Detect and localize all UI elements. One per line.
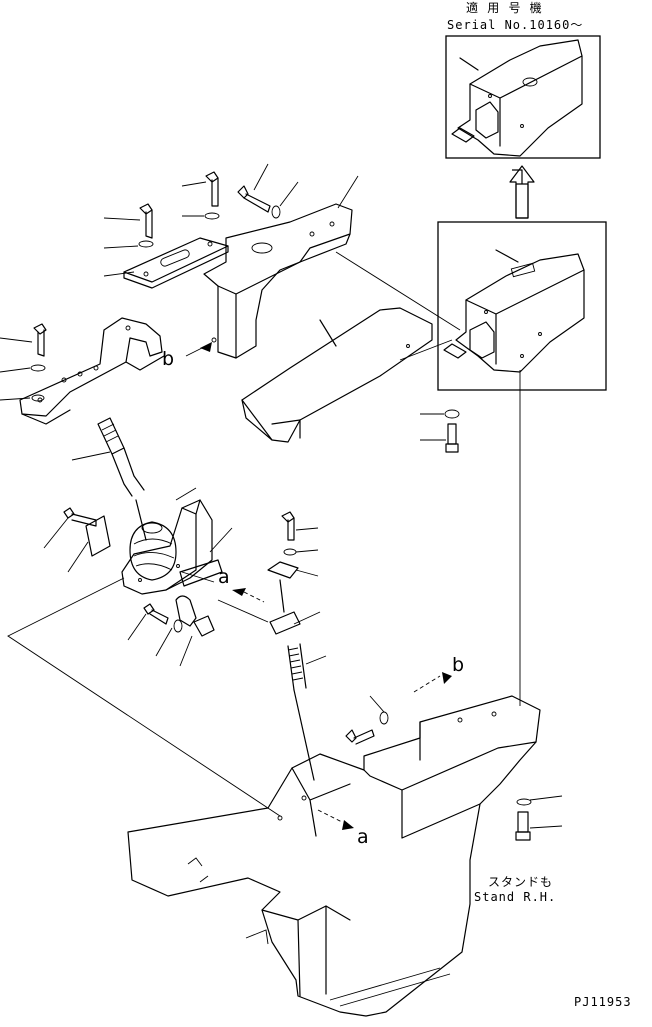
- ref-label-a-lower: a: [357, 826, 369, 848]
- figure-code: PJ11953: [574, 995, 632, 1009]
- inset-box-serial: [445, 35, 601, 159]
- ref-label-b-lower: b: [452, 654, 465, 676]
- stand-lower: [127, 672, 541, 1017]
- inset-serial-label: Serial No.10160～: [447, 18, 584, 32]
- arrow-b-upper: [185, 342, 212, 357]
- connector-lines: [7, 251, 521, 817]
- ref-label-a-upper: a: [218, 566, 230, 588]
- upward-arrow-icon: [509, 165, 535, 219]
- bolts-upper: [30, 171, 460, 453]
- stand-label-jp: スタンドも: [488, 875, 554, 889]
- control-lever-assembly: [63, 417, 315, 781]
- ref-label-b-upper: b: [162, 348, 175, 370]
- detail-box-bracket: [437, 221, 607, 391]
- left-bracket: [19, 317, 165, 425]
- upper-bracket-assembly: [123, 203, 433, 443]
- stand-label-en: Stand R.H.: [474, 890, 557, 904]
- leader-lines: [0, 163, 563, 829]
- inset-title-jp: 適 用 号 機: [466, 1, 543, 15]
